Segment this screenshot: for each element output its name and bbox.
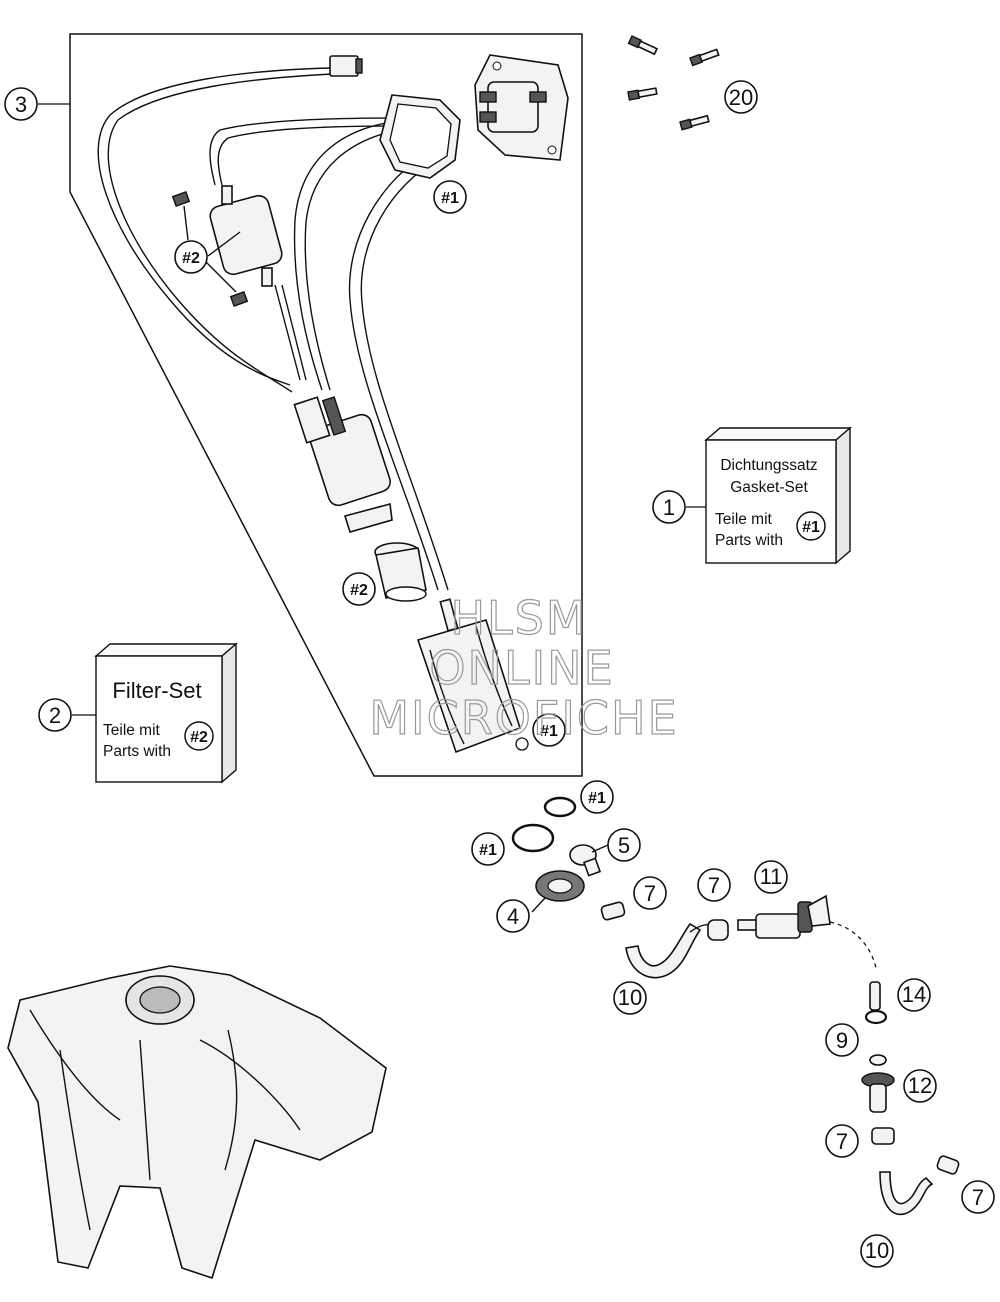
callout-3: 3 [4,87,38,121]
pump-flange [474,54,569,161]
filter-box-badge: #2 [190,729,208,746]
pump-housing [416,598,529,754]
svg-text:7: 7 [836,1129,848,1154]
svg-text:11: 11 [760,864,783,889]
callout-12: 12 [903,1069,937,1103]
hash-label-seal: #1 [433,180,467,214]
callout-7-c: 7 [825,1124,859,1158]
watermark-line2: ONLINE [429,641,614,695]
svg-text:3: 3 [15,92,27,117]
gasket-box-line4: Parts with [715,532,783,549]
svg-text:9: 9 [836,1028,848,1053]
svg-text:#2: #2 [350,582,368,599]
hash-label-filter: #2 [174,240,208,274]
gasket-box-line2: Gasket-Set [730,479,808,496]
svg-text:#1: #1 [588,790,606,807]
svg-text:4: 4 [507,904,519,929]
gasket-set-box: Dichtungssatz Gasket-Set Teile mit Parts… [704,426,852,565]
gasket-box-line3: Teile mit [715,511,773,528]
hash-label-oring-a: #1 [580,780,614,814]
svg-text:#1: #1 [540,723,558,740]
filter-box-title: Filter-Set [112,678,201,703]
svg-text:#2: #2 [182,250,200,267]
callout-9: 9 [825,1023,859,1057]
svg-text:12: 12 [908,1073,932,1098]
hash-label-pump: #1 [532,713,566,747]
svg-text:7: 7 [708,873,720,898]
hash-label-oring-b: #1 [471,832,505,866]
wiring-harness [97,55,363,393]
pump-filter-sleeve [374,542,427,602]
flange-gasket [379,94,461,179]
svg-text:10: 10 [618,985,642,1010]
callout-1: 1 [652,490,686,524]
callout-10-b: 10 [860,1234,894,1268]
svg-text:1: 1 [663,495,675,520]
callout-14: 14 [897,978,931,1012]
o-rings-and-seals [511,796,609,913]
gasket-box-badge: #1 [802,519,820,536]
callouts: 3 20 1 2 5 4 7 7 [4,80,995,1268]
svg-text:20: 20 [729,85,753,110]
callout-2: 2 [38,698,72,732]
callout-5: 5 [607,828,641,862]
callout-7-a: 7 [633,876,667,910]
callout-10-a: 10 [613,981,647,1015]
callout-4: 4 [496,899,530,933]
callout-20: 20 [724,80,758,114]
assembly-3-outline [69,33,583,777]
callout-7-d: 7 [961,1180,995,1214]
screws-20 [627,35,720,131]
svg-text:#1: #1 [441,190,459,207]
quick-connector [737,894,831,939]
callout-11: 11 [754,860,788,894]
svg-text:14: 14 [902,982,926,1007]
svg-text:#1: #1 [479,842,497,859]
svg-text:7: 7 [644,881,656,906]
fuel-pump-motor [293,396,393,533]
hash-label-sleeve: #2 [342,572,376,606]
watermark: HLSM ONLINE MICROFICHE [369,590,678,745]
hose-fittings [600,894,960,1216]
gasket-box-line1: Dichtungssatz [720,457,817,474]
svg-text:10: 10 [865,1238,889,1263]
svg-text:7: 7 [972,1185,984,1210]
watermark-line3: MICROFICHE [369,691,678,745]
filter-box-line2: Parts with [103,743,171,760]
fuel-hoses [209,117,449,591]
tank-nipple [861,1054,895,1113]
callout-7-b: 7 [697,868,731,902]
fuel-tank [7,965,387,1280]
svg-text:5: 5 [618,833,630,858]
hash-labels: #1 #2 #2 #1 #1 #1 [174,180,614,866]
filter-set-box: Filter-Set Teile mit Parts with #2 [94,642,238,784]
svg-text:2: 2 [49,703,61,728]
filter-box-line1: Teile mit [103,722,161,739]
watermark-line1: HLSM [450,591,587,645]
fuel-filter [171,185,283,307]
